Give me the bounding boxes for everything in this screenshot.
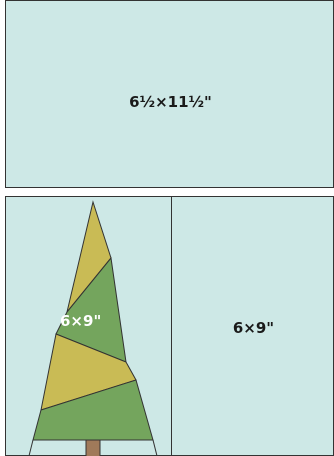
- right-block-dimension-label: 6×9": [232, 319, 275, 337]
- top-block-dimension-label: 6½×11½": [129, 93, 212, 111]
- tree-leg-left: [28, 439, 34, 456]
- tree-leg-right: [152, 439, 158, 456]
- top-block-panel: 6½×11½": [5, 0, 334, 188]
- tree-trunk: [85, 437, 101, 456]
- tree-block-dimension-label: 6×9": [60, 312, 102, 330]
- right-block-panel: 6×9": [171, 196, 334, 456]
